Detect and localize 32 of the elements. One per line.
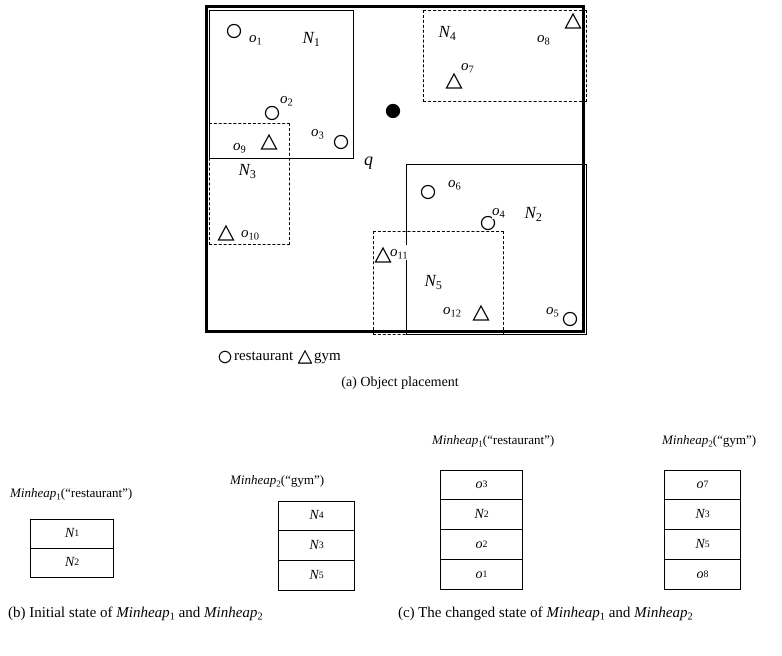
figure-caption: (a) Object placement — [340, 374, 460, 392]
mbr-rectangle — [209, 10, 354, 159]
point-label: q — [364, 150, 373, 168]
circle-marker — [562, 311, 578, 327]
circle-marker — [480, 215, 496, 231]
triangle-marker — [261, 134, 277, 150]
heap-heading: Minheap$_{2}$(“gym”) — [662, 433, 756, 446]
node-label: N$_{3}$ — [238, 160, 256, 178]
figure-caption: (b) Initial state of Minheap$_{1}$ and Minheap$_{2}$ — [8, 604, 264, 623]
node-label: N$_{2}$ — [524, 204, 542, 220]
object-label: o$_{11}$ — [390, 245, 408, 260]
triangle-marker — [473, 305, 489, 321]
circle-marker — [420, 184, 436, 200]
triangle-marker — [565, 13, 581, 29]
triangle-marker — [446, 73, 462, 89]
node-label: N$_{5}$ — [424, 272, 442, 288]
legend-label: restaurant — [234, 349, 294, 364]
query-point — [385, 103, 401, 119]
figure-caption: (c) The changed state of Minheap$_{1}$ and Minheap$_{2}$ — [398, 604, 694, 623]
heap-heading: Minheap$_{1}$(“restaurant”) — [10, 486, 132, 499]
circle-marker — [226, 23, 242, 39]
legend-label: gym — [314, 349, 341, 364]
heap-heading: Minheap$_{2}$(“gym”) — [230, 473, 324, 486]
node-label: N$_{4}$ — [438, 22, 456, 40]
heap-heading: Minheap$_{1}$(“restaurant”) — [432, 433, 554, 446]
triangle-marker — [375, 247, 391, 263]
node-label: N$_{1}$ — [302, 28, 320, 46]
dashed-mbr-rectangle — [423, 10, 587, 102]
space-boundary — [205, 5, 585, 333]
triangle-marker — [218, 225, 234, 241]
circle-marker — [264, 105, 280, 121]
circle-marker — [333, 134, 349, 150]
